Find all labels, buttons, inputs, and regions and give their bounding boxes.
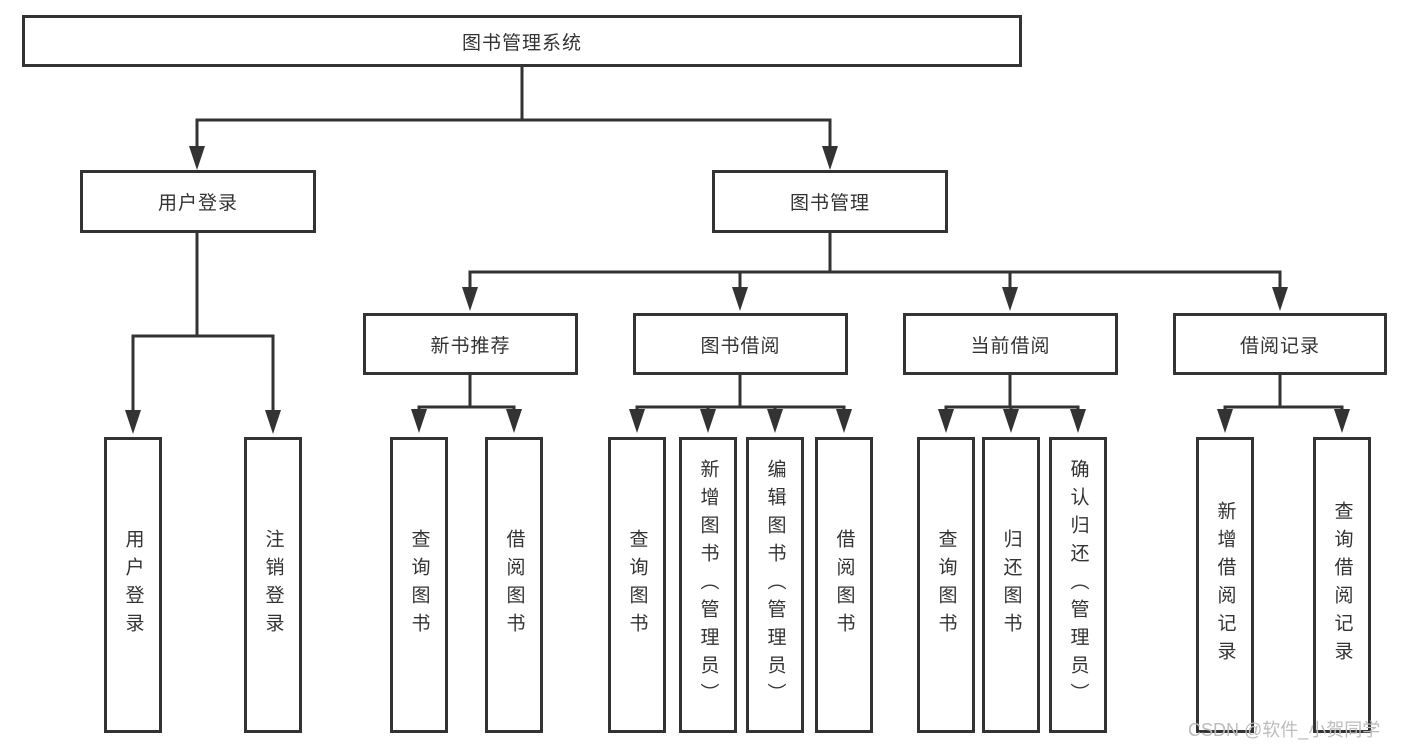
leaf-query-books-label: 查询图书 (935, 529, 957, 641)
leaf-query-books: 查询图书 (390, 437, 448, 733)
node-current-borrowing: 当前借阅 (903, 313, 1118, 375)
leaf-logout-label: 注销登录 (262, 529, 284, 641)
leaf-query-books: 查询图书 (608, 437, 666, 733)
leaf-borrow-books: 借阅图书 (815, 437, 873, 733)
leaf-borrow-books: 借阅图书 (485, 437, 543, 733)
leaf-query-borrow-record-label: 查询借阅记录 (1331, 501, 1353, 669)
leaf-edit-book-admin-label: 编辑图书（管理员） (764, 459, 786, 711)
arrowheads (125, 146, 1350, 434)
leaf-query-borrow-record: 查询借阅记录 (1313, 437, 1371, 733)
leaf-add-book-admin-label: 新增图书（管理员） (697, 459, 719, 711)
leaf-confirm-return-admin-label: 确认归还（管理员） (1067, 459, 1089, 711)
node-library-system: 图书管理系统 (22, 15, 1022, 67)
leaf-edit-book-admin: 编辑图书（管理员） (746, 437, 804, 733)
leaf-borrow-books-label: 借阅图书 (833, 529, 855, 641)
node-borrowing-records-label: 借阅记录 (1239, 335, 1320, 357)
leaf-borrow-books-label: 借阅图书 (503, 529, 525, 641)
watermark: CSDN @软件_小贺同学 (1188, 720, 1381, 740)
leaf-logout: 注销登录 (244, 437, 302, 733)
leaf-query-books-label: 查询图书 (408, 529, 430, 641)
node-user-login: 用户登录 (80, 170, 316, 233)
leaf-query-books-label: 查询图书 (626, 529, 648, 641)
node-user-login-label: 用户登录 (157, 193, 238, 214)
leaf-add-borrow-record-label: 新增借阅记录 (1214, 501, 1236, 669)
leaf-return-books: 归还图书 (982, 437, 1040, 733)
node-current-borrowing-label: 当前借阅 (970, 335, 1051, 357)
node-borrowing-records: 借阅记录 (1173, 313, 1387, 375)
node-new-book-recommendation-label: 新书推荐 (430, 335, 511, 357)
node-library-system-label: 图书管理系统 (461, 32, 582, 54)
leaf-add-borrow-record: 新增借阅记录 (1196, 437, 1254, 733)
node-book-management: 图书管理 (712, 170, 948, 233)
node-book-management-label: 图书管理 (789, 193, 870, 214)
leaf-user-login-label: 用户登录 (122, 529, 144, 641)
leaf-confirm-return-admin: 确认归还（管理员） (1049, 437, 1107, 733)
node-book-borrowing: 图书借阅 (633, 313, 848, 375)
node-new-book-recommendation: 新书推荐 (363, 313, 578, 375)
leaf-user-login: 用户登录 (104, 437, 162, 733)
node-book-borrowing-label: 图书借阅 (700, 335, 781, 357)
leaf-query-books: 查询图书 (917, 437, 975, 733)
leaf-add-book-admin: 新增图书（管理员） (679, 437, 737, 733)
leaf-return-books-label: 归还图书 (1000, 529, 1022, 641)
